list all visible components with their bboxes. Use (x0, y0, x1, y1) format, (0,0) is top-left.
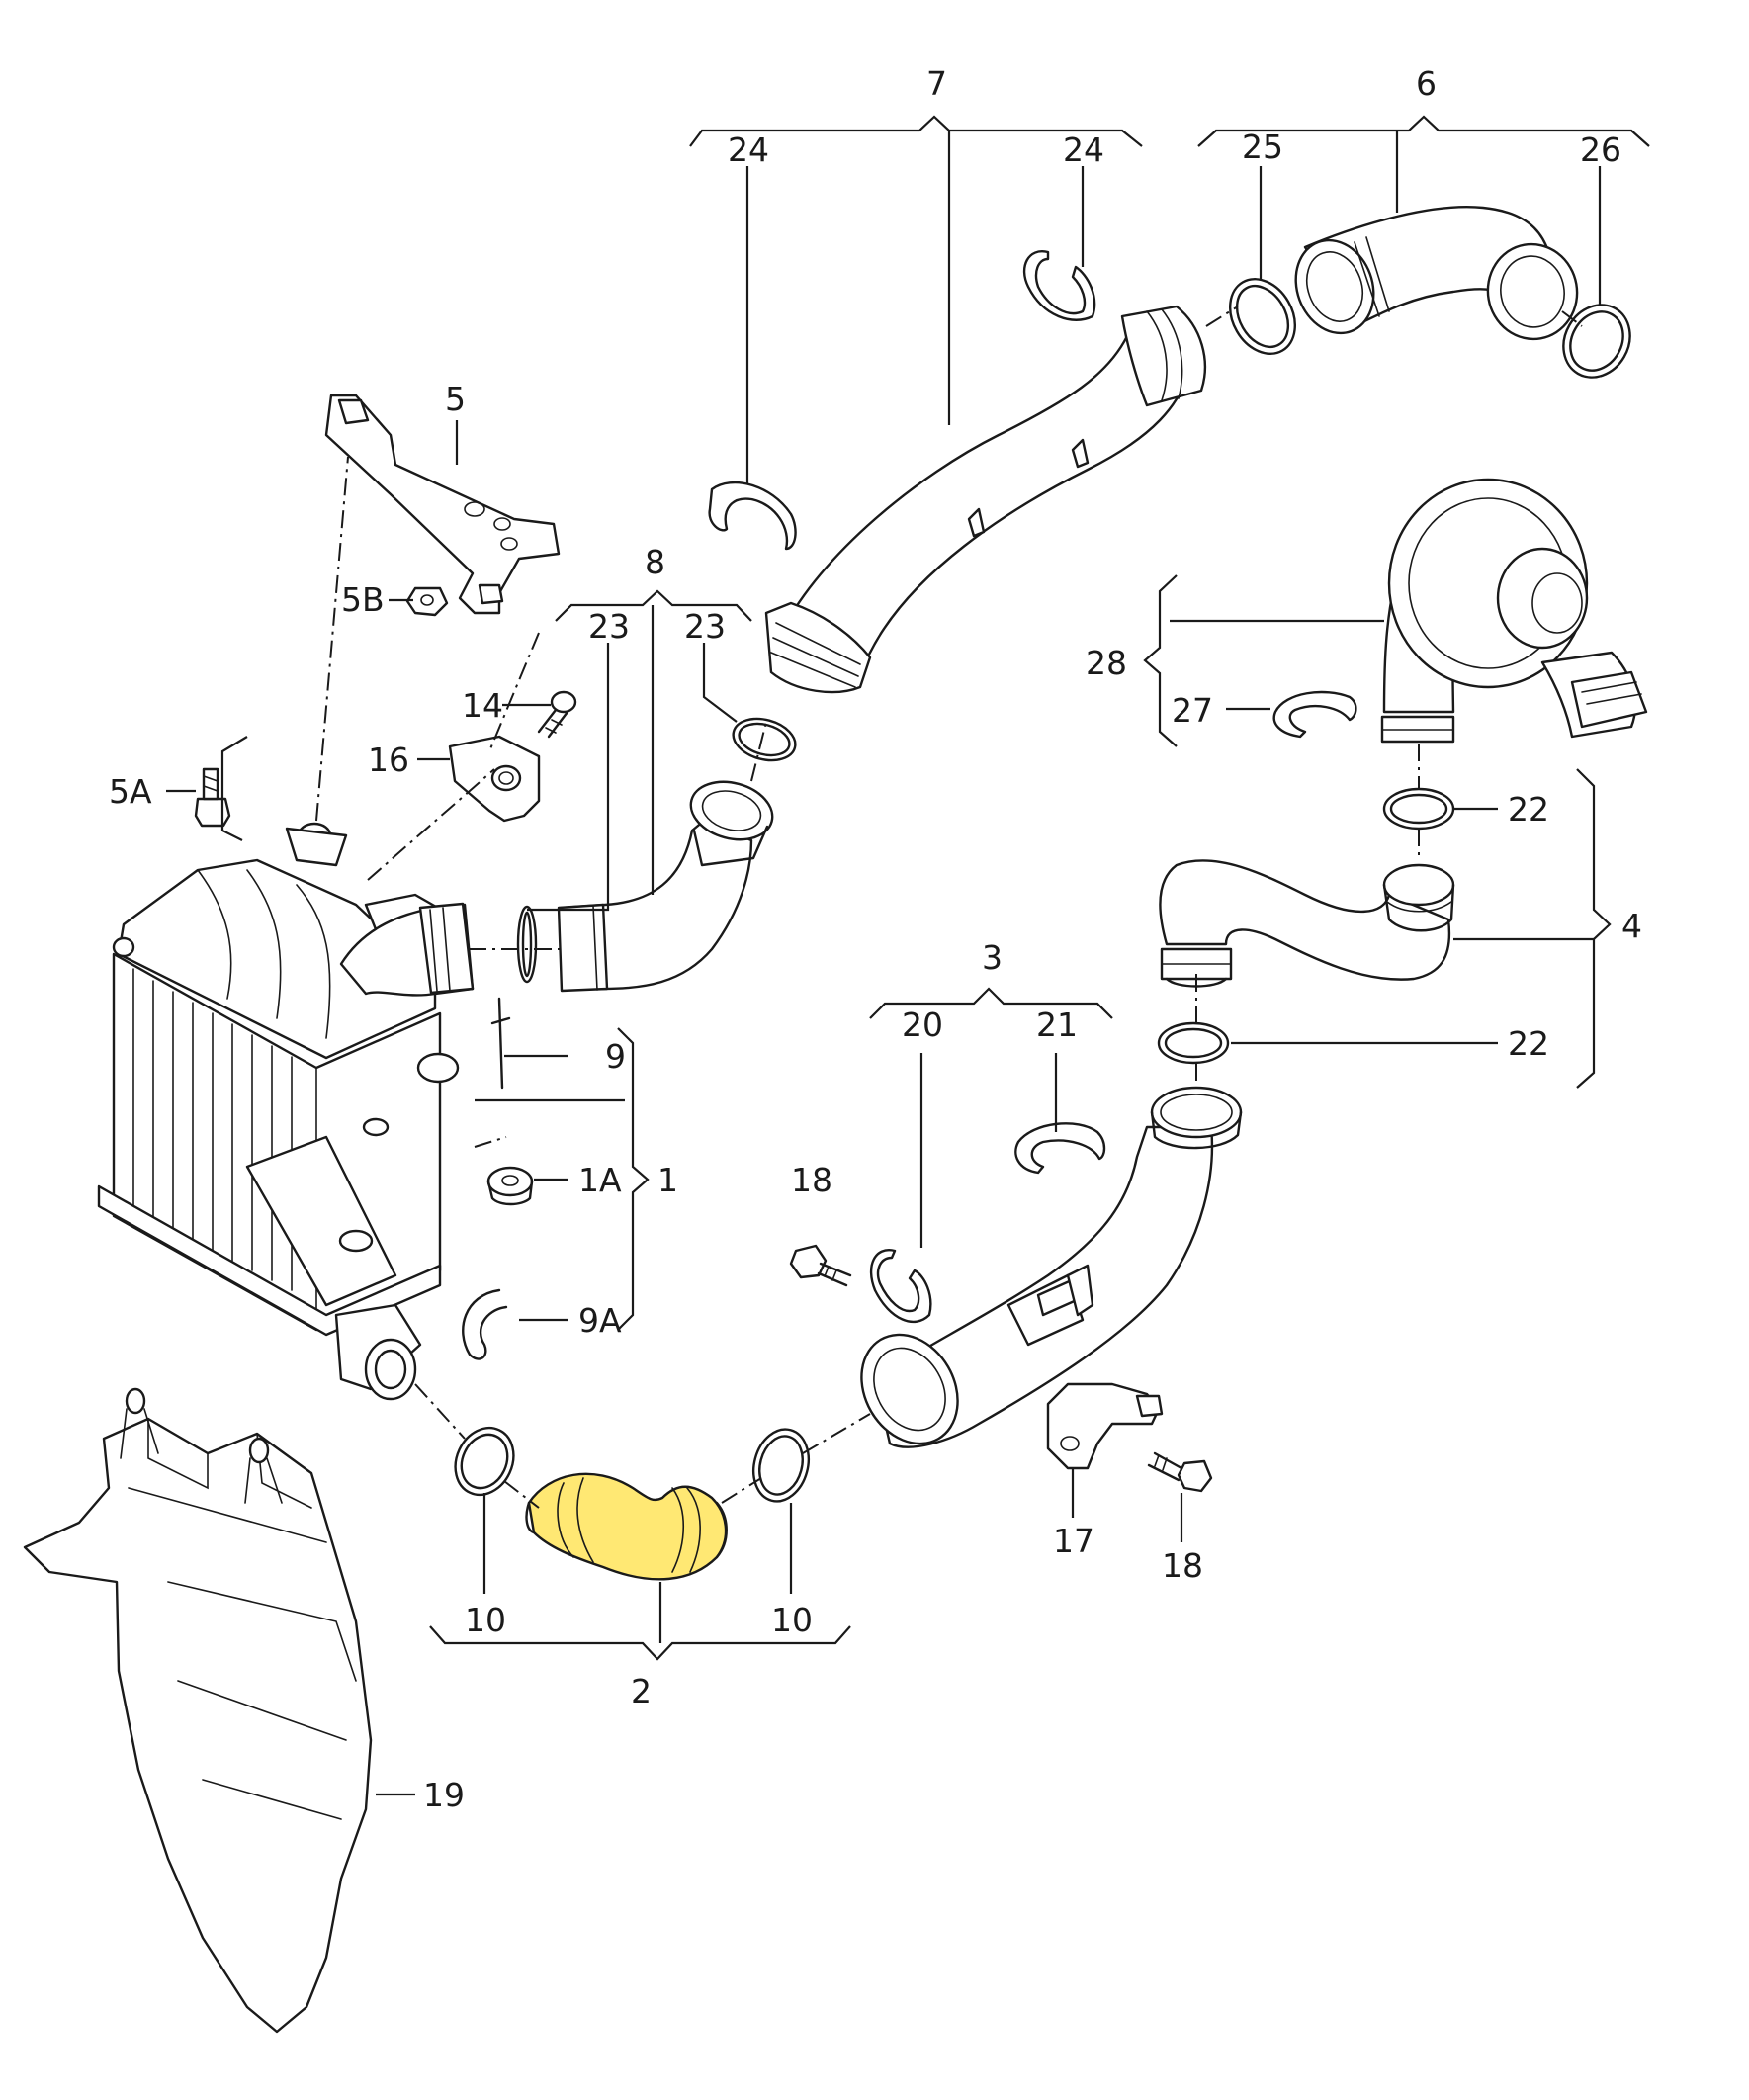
label-22-upper: 22 (1508, 790, 1549, 829)
label-5a: 5A (109, 772, 152, 811)
intercooler-1 (97, 822, 460, 1401)
label-27: 27 (1172, 691, 1213, 730)
label-25: 25 (1242, 128, 1283, 166)
label-17: 17 (1053, 1522, 1094, 1560)
o-ring-23-left (516, 905, 538, 984)
pipe-7 (764, 305, 1207, 694)
pin-9 (490, 997, 511, 1090)
label-7: 7 (926, 64, 947, 103)
o-ring-23-right (732, 717, 797, 762)
label-2: 2 (631, 1672, 652, 1710)
label-23-right: 23 (684, 607, 726, 646)
clip-21 (1014, 1122, 1106, 1175)
highlighted-hose-2 (525, 1472, 728, 1581)
pipe-3 (860, 1086, 1243, 1448)
pipe-8 (557, 780, 774, 993)
callout-labels: 7 6 24 24 25 26 5 5B 8 23 23 14 16 5A 28… (109, 64, 1642, 1814)
label-9: 9 (605, 1037, 626, 1076)
bolt-18-upper (789, 1244, 852, 1287)
bolt-18-lower (1147, 1451, 1213, 1493)
label-14: 14 (462, 686, 503, 725)
leader-lines (166, 115, 1650, 1796)
label-18-lower: 18 (1162, 1546, 1203, 1585)
elbow-pipe-6 (1294, 206, 1579, 341)
clip-27 (1272, 690, 1357, 739)
o-ring-25 (1229, 278, 1296, 355)
clip-24-left (708, 481, 797, 551)
bolt-5a (194, 767, 231, 828)
o-ring-10-left (454, 1426, 515, 1497)
clip-20 (869, 1249, 932, 1324)
label-10-right: 10 (771, 1601, 813, 1639)
clip-9a (462, 1288, 508, 1360)
turbo-housing-28 (1380, 478, 1648, 744)
label-23-left: 23 (588, 607, 630, 646)
o-ring-22-lower (1157, 1021, 1230, 1065)
o-ring-26 (1562, 304, 1631, 379)
label-4: 4 (1621, 907, 1642, 945)
nut-5b (405, 586, 449, 617)
label-24-left: 24 (728, 131, 769, 169)
o-ring-10-right (752, 1428, 810, 1503)
label-21: 21 (1036, 1006, 1078, 1044)
air-guide-19 (23, 1387, 373, 2034)
label-5b: 5B (341, 580, 385, 619)
label-1a: 1A (578, 1161, 622, 1199)
label-10-left: 10 (465, 1601, 506, 1639)
label-28: 28 (1086, 644, 1127, 682)
label-16: 16 (368, 741, 409, 779)
label-19: 19 (423, 1776, 465, 1814)
bolt-14 (537, 690, 577, 739)
label-9a: 9A (578, 1301, 622, 1340)
grommet-1a (486, 1166, 534, 1206)
bracket-17 (1046, 1382, 1164, 1470)
clip-24-right (1022, 250, 1096, 321)
label-20: 20 (902, 1006, 943, 1044)
o-ring-22-upper (1382, 787, 1455, 831)
intercooler-outlet-pipe (339, 902, 475, 997)
label-18-upper: 18 (791, 1161, 832, 1199)
sensor-16 (448, 735, 541, 823)
pipe-4 (1159, 859, 1455, 988)
label-22-lower: 22 (1508, 1024, 1549, 1063)
assembly-lines (315, 306, 1583, 1509)
label-5: 5 (445, 380, 466, 418)
label-24-right: 24 (1063, 131, 1104, 169)
label-1: 1 (657, 1161, 678, 1199)
bracket-5 (324, 394, 561, 615)
label-26: 26 (1580, 131, 1621, 169)
label-8: 8 (645, 543, 665, 581)
label-3: 3 (982, 938, 1003, 977)
label-6: 6 (1416, 64, 1437, 103)
